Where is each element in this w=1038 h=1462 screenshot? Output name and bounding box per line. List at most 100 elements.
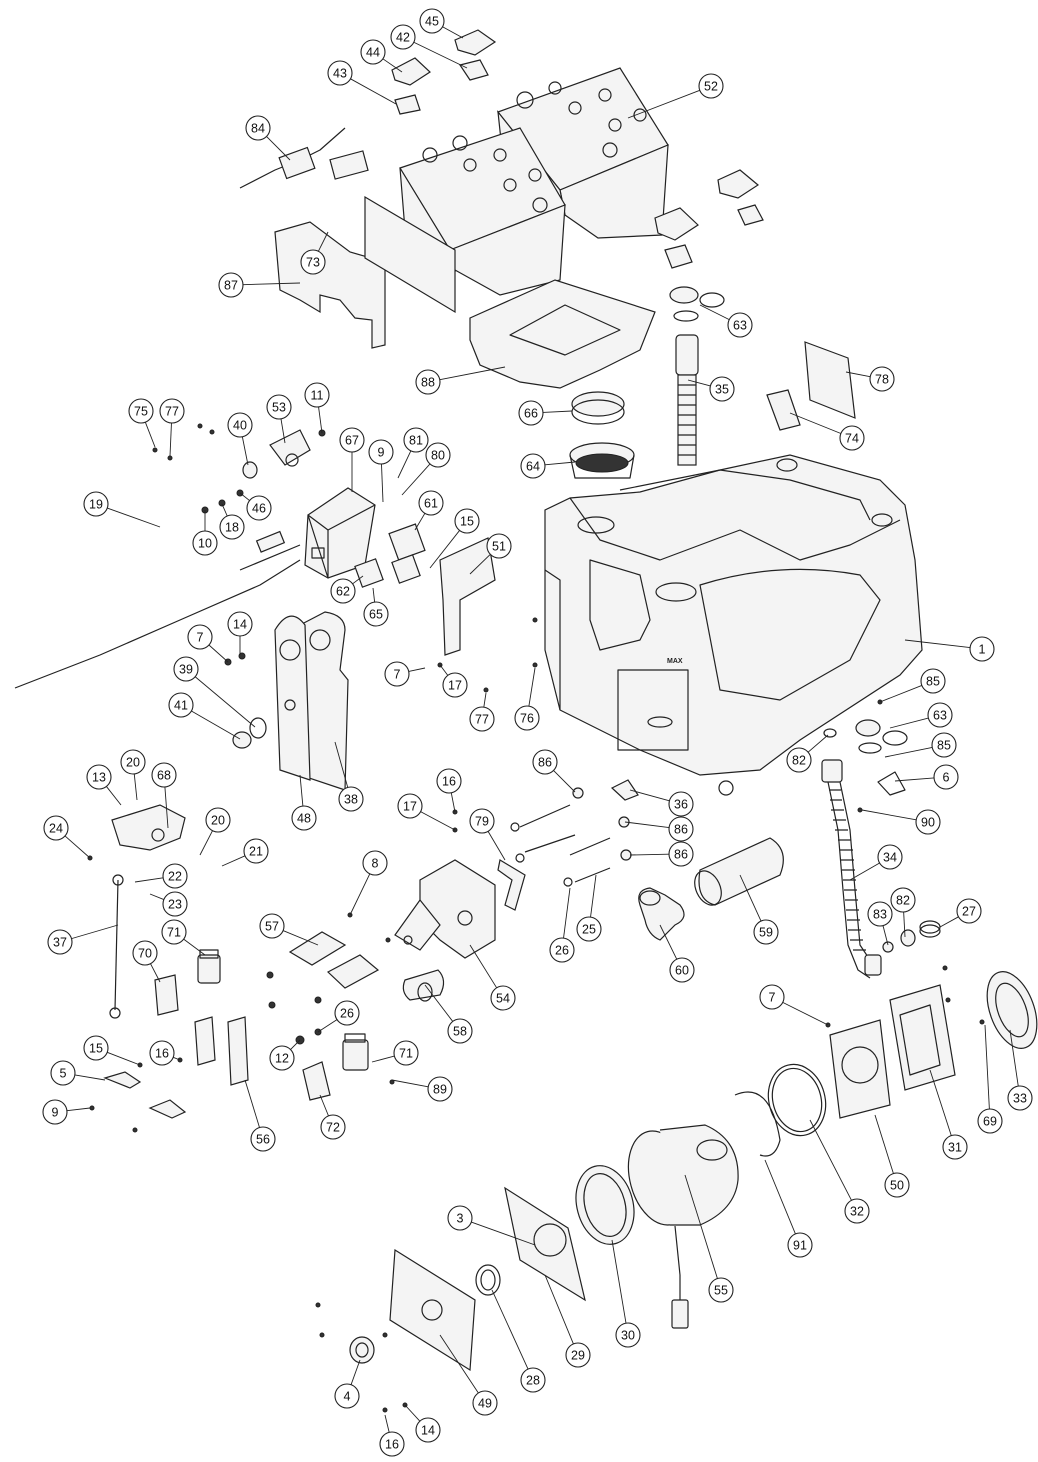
callout-label: 34 (883, 851, 897, 865)
contactor-61 (388, 523, 426, 561)
clamp-6 (877, 771, 906, 796)
callout-20: 20 (205, 807, 231, 833)
callout-24: 24 (43, 815, 69, 841)
callout-label: 69 (983, 1115, 997, 1129)
callout-label: 42 (396, 31, 410, 45)
callout-17: 17 (397, 793, 423, 819)
callout-label: 41 (174, 699, 188, 713)
callout-27: 27 (956, 898, 982, 924)
callout-86: 86 (532, 749, 558, 775)
callout-61: 61 (418, 490, 444, 516)
callout-label: 21 (249, 845, 263, 859)
callout-76: 76 (514, 705, 540, 731)
callout-18: 18 (219, 514, 245, 540)
callout-85: 85 (920, 668, 946, 694)
callout-label: 49 (478, 1397, 492, 1411)
callout-65: 65 (363, 601, 389, 627)
nut-83 (882, 941, 894, 953)
callout-circle (173, 656, 199, 682)
callout-label: 82 (896, 894, 910, 908)
leader-line-46 (239, 492, 250, 501)
callout-circle (844, 1198, 870, 1224)
callout-9: 9 (368, 439, 394, 465)
callout-49: 49 (472, 1390, 498, 1416)
callout-label: 31 (948, 1141, 962, 1155)
leader-line-63 (699, 304, 730, 321)
callout-label: 30 (621, 1329, 635, 1343)
callout-circle (246, 495, 272, 521)
ring-41 (232, 731, 252, 749)
callout-circle (447, 1205, 473, 1231)
callout-label: 12 (275, 1052, 289, 1066)
callout-circle (219, 514, 245, 540)
callout-label: 36 (674, 798, 688, 812)
callout-circle (447, 1018, 473, 1044)
callout-28: 28 (520, 1367, 546, 1393)
callout-label: 64 (526, 460, 540, 474)
callout-circle (753, 919, 779, 945)
callout-label: 3 (457, 1212, 464, 1226)
leader-line-50 (874, 1114, 894, 1174)
bracket-57 (288, 931, 380, 989)
callout-78: 78 (869, 366, 895, 392)
callout-circle (159, 398, 185, 424)
terminal-clamp-42 (459, 59, 489, 81)
callout-21: 21 (243, 838, 269, 864)
callout-label: 79 (475, 815, 489, 829)
leader-line-91 (764, 1159, 796, 1235)
switch-53 (269, 429, 311, 467)
callout-circle (425, 442, 451, 468)
callout-circle (549, 937, 575, 963)
inline-fuse-84 (239, 127, 369, 189)
callout-label: 6 (943, 771, 950, 785)
callout-22: 22 (162, 863, 188, 889)
callout-circle (83, 491, 109, 517)
leader-line-59 (739, 874, 762, 922)
callout-label: 16 (385, 1438, 399, 1452)
leader-line-4 (350, 1359, 361, 1385)
clip-82 (823, 728, 837, 738)
leader-line-71 (183, 938, 206, 956)
callout-56: 56 (250, 1126, 276, 1152)
plate-49 (389, 1248, 476, 1372)
callout-label: 19 (89, 498, 103, 512)
callout-circle (518, 400, 544, 426)
leader-line-16 (173, 1056, 181, 1061)
callout-circle (218, 272, 244, 298)
callout-label: 78 (875, 373, 889, 387)
callout-42: 42 (390, 24, 416, 50)
leader-line-87 (242, 282, 301, 286)
callout-84: 84 (245, 115, 271, 141)
callout-label: 32 (850, 1205, 864, 1219)
callout-circle (327, 60, 353, 86)
terminal-clamp-right-1 (737, 204, 764, 226)
callout-circle (576, 916, 602, 942)
callout-label: 82 (792, 754, 806, 768)
leader-line-43 (350, 78, 397, 105)
strap-79 (497, 859, 526, 911)
callout-circle (977, 1108, 1003, 1134)
leader-line-84 (266, 136, 291, 161)
callout-53: 53 (266, 394, 292, 420)
callout-circle (266, 394, 292, 420)
callout-29: 29 (565, 1342, 591, 1368)
callout-label: 68 (157, 769, 171, 783)
callout-circle (291, 805, 317, 831)
leader-line-89 (391, 1079, 429, 1088)
callout-14: 14 (227, 611, 253, 637)
leader-line-75 (144, 422, 156, 448)
callout-label: 39 (179, 663, 193, 677)
callout-circle (472, 1390, 498, 1416)
callout-circle (490, 985, 516, 1011)
bracket-51 (439, 537, 496, 656)
callout-label: 8 (372, 857, 379, 871)
callout-circle (128, 398, 154, 424)
callout-label: 7 (394, 668, 401, 682)
callout-circle (668, 791, 694, 817)
leader-line-30 (611, 1239, 627, 1324)
callout-circle (50, 1060, 76, 1086)
callout-62: 62 (330, 578, 356, 604)
leader-line-28 (491, 1289, 529, 1370)
callout-82: 82 (786, 747, 812, 773)
